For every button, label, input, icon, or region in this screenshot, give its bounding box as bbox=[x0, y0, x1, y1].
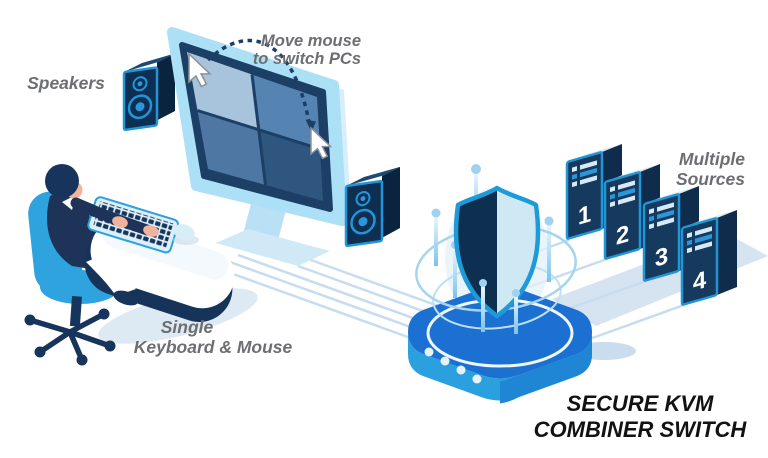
screen-quadrant-br bbox=[259, 130, 323, 201]
tower-number-3: 3 bbox=[655, 242, 668, 272]
speaker-right-icon bbox=[344, 166, 400, 248]
tower-number-4: 4 bbox=[693, 266, 707, 296]
speaker-left-icon bbox=[122, 53, 175, 132]
label-move-mouse: Move mouse to switch PCs bbox=[253, 32, 361, 68]
caption-line1: SECURE KVM bbox=[567, 391, 714, 416]
tower-3: 3 bbox=[642, 184, 701, 283]
tower-4: 4 bbox=[680, 208, 739, 307]
person-hair bbox=[45, 164, 79, 198]
kvm-switch bbox=[408, 164, 636, 404]
label-single-line2: Keyboard & Mouse bbox=[134, 337, 293, 357]
label-move-mouse-line1: Move mouse bbox=[261, 32, 361, 50]
kvm-buttons bbox=[424, 347, 482, 384]
tower-1: 1 bbox=[565, 142, 624, 241]
label-multiple-line1: Multiple bbox=[679, 149, 745, 169]
screen-quadrant-bl bbox=[197, 110, 266, 185]
caption-line2: COMBINER SWITCH bbox=[534, 417, 748, 442]
label-multiple-sources: Multiple Sources bbox=[676, 149, 745, 189]
switch-arc-arrow bbox=[206, 38, 316, 132]
monitor bbox=[167, 27, 352, 228]
security-pins-front bbox=[479, 279, 520, 334]
kvm-right-face bbox=[500, 332, 592, 404]
caption-secure-kvm: SECURE KVM COMBINER SWITCH bbox=[534, 391, 748, 442]
label-move-mouse-line2: to switch PCs bbox=[253, 50, 361, 68]
tower-2: 2 bbox=[603, 162, 662, 261]
tower-number-2: 2 bbox=[616, 220, 629, 250]
label-multiple-line2: Sources bbox=[676, 169, 745, 189]
label-single-keyboard-mouse: Single Keyboard & Mouse bbox=[134, 317, 293, 357]
mouse bbox=[173, 224, 199, 245]
label-speakers: Speakers bbox=[27, 73, 105, 93]
person-shoe bbox=[113, 290, 139, 306]
chair-base bbox=[27, 311, 113, 363]
label-single-line1: Single bbox=[161, 317, 214, 337]
tower-number-1: 1 bbox=[578, 200, 591, 230]
chair-wheels bbox=[24, 308, 116, 366]
person-arms bbox=[70, 197, 159, 237]
person-legs bbox=[86, 256, 139, 306]
